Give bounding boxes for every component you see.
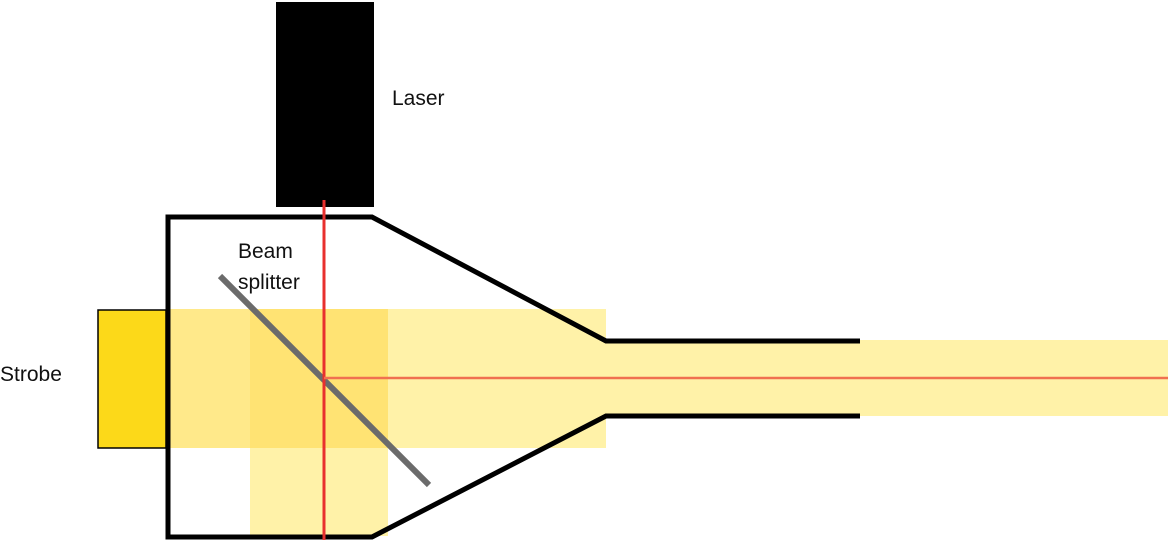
strobe-light-down-band [250,448,388,536]
strobe-label: Strobe [0,363,62,386]
strobe-light-dense-left [166,309,250,448]
laser-label: Laser [392,87,445,110]
housing-outline [165,214,860,540]
beam-splitter-label-line2: splitter [238,271,300,294]
laser-block [276,2,374,207]
beam-splitter-label-line1: Beam [238,240,293,263]
strobe-block [97,309,167,449]
